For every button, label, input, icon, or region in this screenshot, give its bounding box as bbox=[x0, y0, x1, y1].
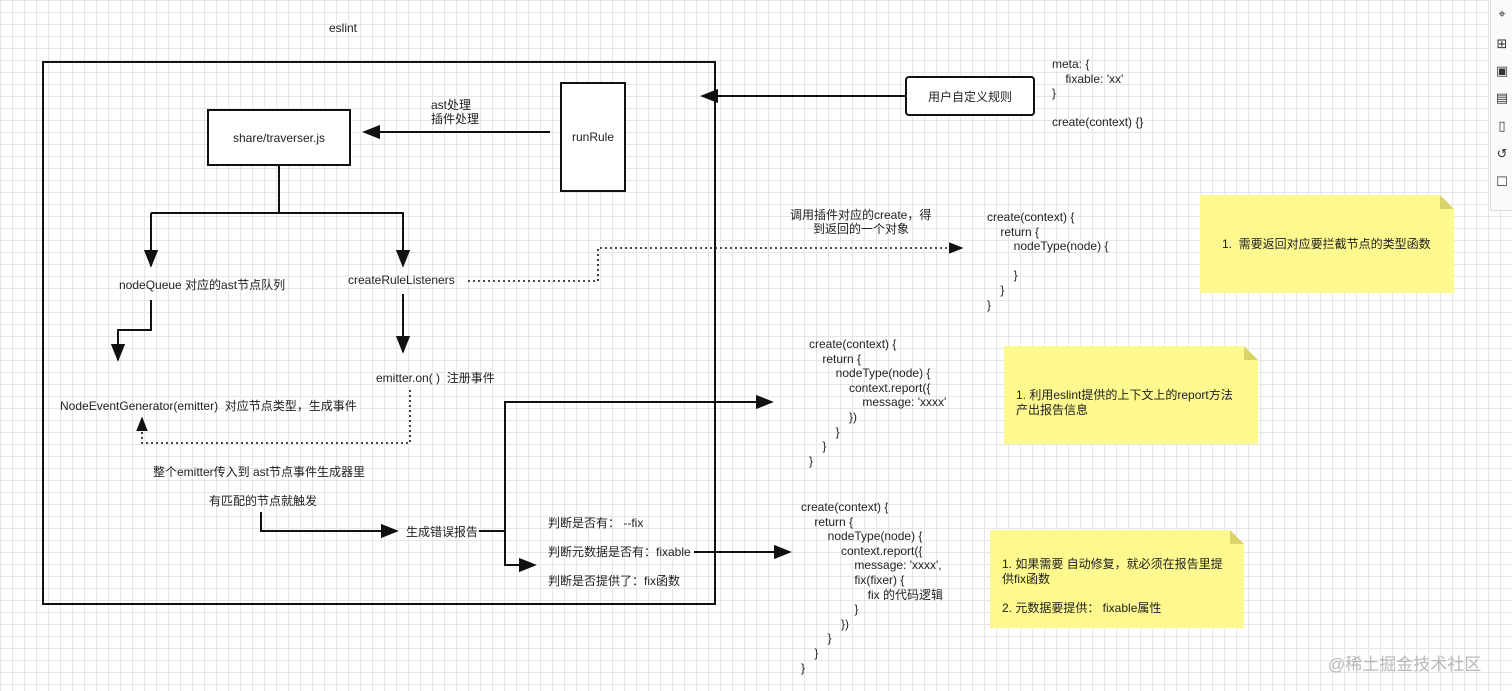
comment-icon[interactable]: ☐ bbox=[1496, 174, 1508, 189]
run-rule-label: runRule bbox=[571, 130, 615, 144]
arrow-split-left bbox=[150, 212, 403, 266]
sticky-note-3[interactable]: 1. 如果需要 自动修复，就必须在报告里提供fix函数 2. 元数据要提供： f… bbox=[990, 530, 1244, 628]
note-3-text-2: 2. 元数据要提供： fixable属性 bbox=[1002, 601, 1162, 615]
note-1-text: 1. 需要返回对应要拦截节点的类型函数 bbox=[1222, 237, 1431, 251]
create-code-3: create(context) { return { nodeType(node… bbox=[801, 500, 944, 675]
arrow-match-to-report bbox=[260, 512, 399, 539]
traverser-box[interactable]: share/traverser.js bbox=[207, 109, 351, 166]
gen-report-label: 生成错误报告 bbox=[406, 525, 479, 539]
call-create-label-2: 到返回的一个对象 bbox=[813, 222, 910, 236]
check-fix-label: 判断是否有： --fix bbox=[548, 516, 644, 530]
match-trigger-label: 有匹配的节点就触发 bbox=[209, 494, 318, 508]
note-3-text-1: 1. 如果需要 自动修复，就必须在报告里提供fix函数 bbox=[1002, 557, 1223, 586]
emitter-pass-label: 整个emitter传入到 ast节点事件生成器里 bbox=[153, 465, 366, 479]
emitter-on-label: emitter.on( ) 注册事件 bbox=[376, 371, 495, 385]
format-icon[interactable]: ⊞ bbox=[1496, 36, 1508, 51]
eslint-frame bbox=[42, 61, 716, 605]
history-icon[interactable]: ↺ bbox=[1496, 146, 1508, 161]
watermark: @稀土掘金技术社区 bbox=[1328, 655, 1482, 674]
meta-code: meta: { fixable: 'xx' } create(context) … bbox=[1052, 57, 1144, 130]
calendar-icon[interactable]: ▣ bbox=[1495, 63, 1509, 78]
run-rule-box[interactable]: runRule bbox=[560, 82, 626, 192]
dotted-listeners-to-create1 bbox=[468, 242, 964, 282]
node-queue-label: nodeQueue 对应的ast节点队列 bbox=[119, 278, 286, 292]
create-code-1: create(context) { return { nodeType(node… bbox=[987, 210, 1109, 312]
arrow-report-to-create2 bbox=[479, 394, 774, 532]
check-fixable-label: 判断元数据是否有：fixable bbox=[548, 545, 691, 559]
note-2-text: 1. 利用eslint提供的上下文上的report方法产出报告信息 bbox=[1016, 388, 1233, 417]
sticky-note-1[interactable]: 1. 需要返回对应要拦截节点的类型函数 bbox=[1200, 195, 1454, 293]
right-toolbar: ⌖ ⊞ ▣ ▤ ▯ ↺ ☐ bbox=[1490, 0, 1512, 211]
crosshair-icon[interactable]: ⌖ bbox=[1498, 6, 1506, 21]
sticky-note-2[interactable]: 1. 利用eslint提供的上下文上的report方法产出报告信息 bbox=[1004, 346, 1258, 444]
dotted-emitter-to-generator bbox=[136, 390, 411, 444]
check-fix-fn-label: 判断是否提供了：fix函数 bbox=[548, 574, 681, 588]
user-rules-label: 用户自定义规则 bbox=[927, 89, 1012, 104]
user-rules-box[interactable]: 用户自定义规则 bbox=[905, 76, 1035, 116]
arrow-queue-to-generator bbox=[110, 300, 152, 362]
plugin-process-label: 插件处理 bbox=[431, 112, 480, 126]
node-event-generator-label: NodeEventGenerator(emitter) 对应节点类型，生成事件 bbox=[60, 399, 357, 413]
layers-icon[interactable]: ▤ bbox=[1495, 90, 1509, 105]
page-icon[interactable]: ▯ bbox=[1498, 118, 1506, 133]
create-code-2: create(context) { return { nodeType(node… bbox=[809, 337, 947, 468]
diagram-title: eslint bbox=[329, 21, 358, 35]
call-create-label-1: 调用插件对应的create，得 bbox=[790, 208, 932, 222]
traverser-label: share/traverser.js bbox=[232, 130, 326, 145]
ast-process-label: ast处理 bbox=[431, 98, 472, 112]
arrow-report-to-checks bbox=[504, 531, 537, 573]
